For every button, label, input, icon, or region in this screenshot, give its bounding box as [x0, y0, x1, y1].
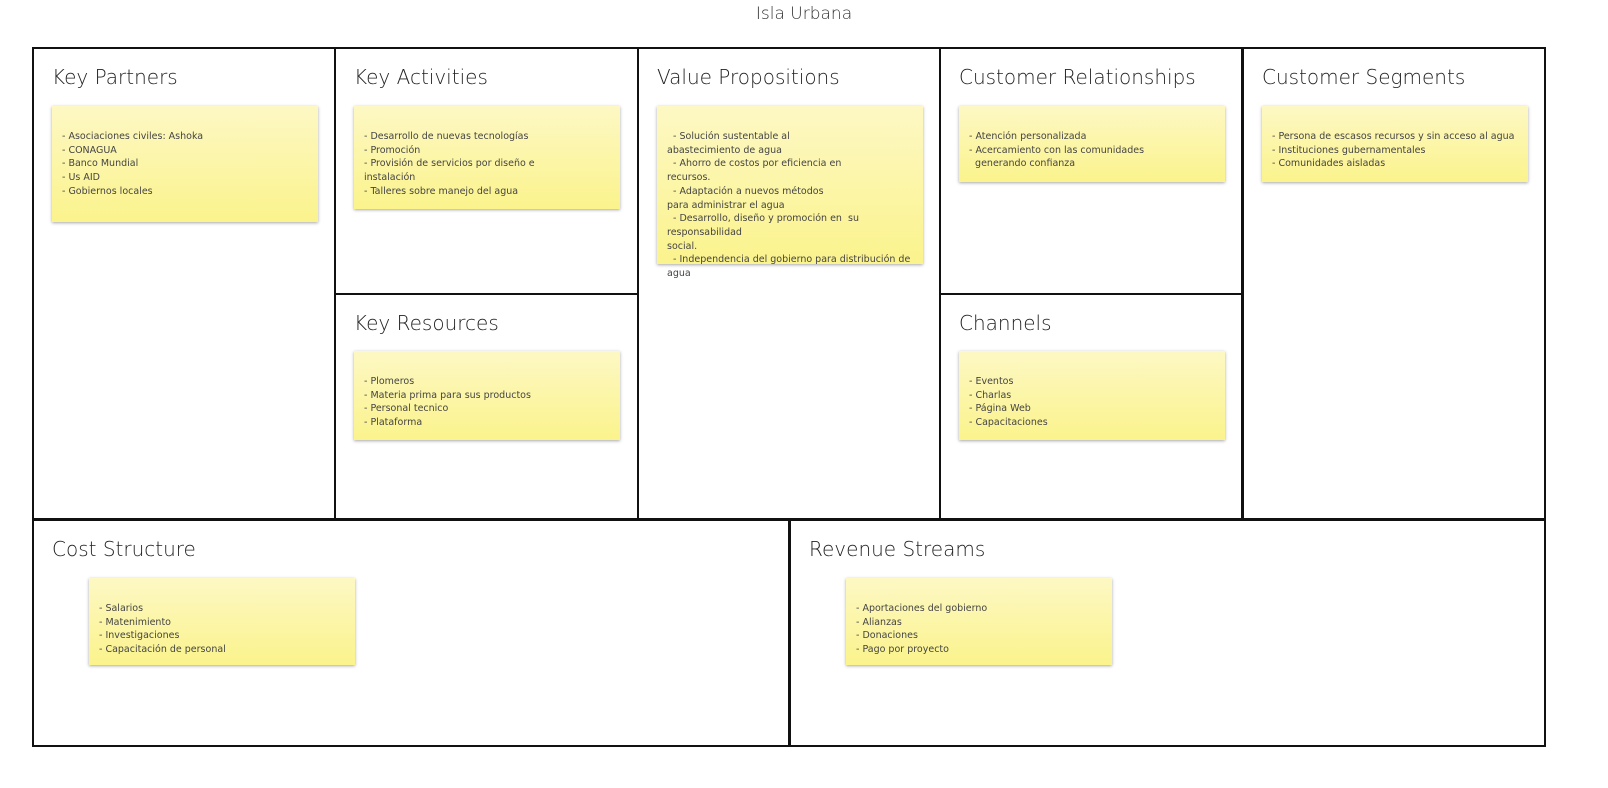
- sticky-note-customer-segments[interactable]: - Persona de escasos recursos y sin acce…: [1262, 106, 1528, 182]
- cell-title-cost-structure: Cost Structure: [52, 537, 196, 561]
- cell-title-revenue-streams: Revenue Streams: [809, 537, 986, 561]
- sticky-note-key-activities[interactable]: - Desarrollo de nuevas tecnologías - Pro…: [354, 106, 620, 209]
- cell-title-key-partners: Key Partners: [52, 65, 178, 89]
- cell-revenue-streams: Revenue Streams - Aportaciones del gobie…: [791, 521, 1544, 745]
- sticky-note-cost-structure[interactable]: - Salarios - Matenimiento - Investigacio…: [89, 578, 355, 665]
- cell-title-key-resources: Key Resources: [354, 311, 499, 335]
- sticky-note-key-partners[interactable]: - Asociaciones civiles: Ashoka - CONAGUA…: [52, 106, 318, 222]
- sticky-note-channels[interactable]: - Eventos - Charlas - Página Web - Capac…: [959, 351, 1225, 440]
- sticky-note-customer-relationships[interactable]: - Atención personalizada - Acercamiento …: [959, 106, 1225, 182]
- sticky-note-key-resources[interactable]: - Plomeros - Materia prima para sus prod…: [354, 351, 620, 440]
- cell-customer-relationships: Customer Relationships - Atención person…: [941, 49, 1244, 295]
- cell-channels: Channels - Eventos - Charlas - Página We…: [941, 295, 1244, 521]
- cell-value-propositions: Value Propositions - Solución sustentabl…: [639, 49, 941, 521]
- cell-title-customer-segments: Customer Segments: [1262, 65, 1466, 89]
- cell-key-activities: Key Activities - Desarrollo de nuevas te…: [336, 49, 639, 295]
- cell-key-resources: Key Resources - Plomeros - Materia prima…: [336, 295, 639, 521]
- cell-title-key-activities: Key Activities: [354, 65, 488, 89]
- cell-title-customer-relationships: Customer Relationships: [959, 65, 1196, 89]
- cell-key-partners: Key Partners - Asociaciones civiles: Ash…: [34, 49, 336, 521]
- sticky-note-revenue-streams[interactable]: - Aportaciones del gobierno - Alianzas -…: [846, 578, 1112, 665]
- sticky-note-value-propositions[interactable]: - Solución sustentable al abastecimiento…: [657, 106, 923, 279]
- business-model-canvas: Key Partners - Asociaciones civiles: Ash…: [32, 47, 1546, 747]
- cell-title-channels: Channels: [959, 311, 1052, 335]
- cell-cost-structure: Cost Structure - Salarios - Matenimiento…: [34, 521, 791, 745]
- cell-customer-segments: Customer Segments - Persona de escasos r…: [1244, 49, 1544, 521]
- cell-title-value-propositions: Value Propositions: [657, 65, 840, 89]
- canvas-title: Isla Urbana: [755, 4, 853, 24]
